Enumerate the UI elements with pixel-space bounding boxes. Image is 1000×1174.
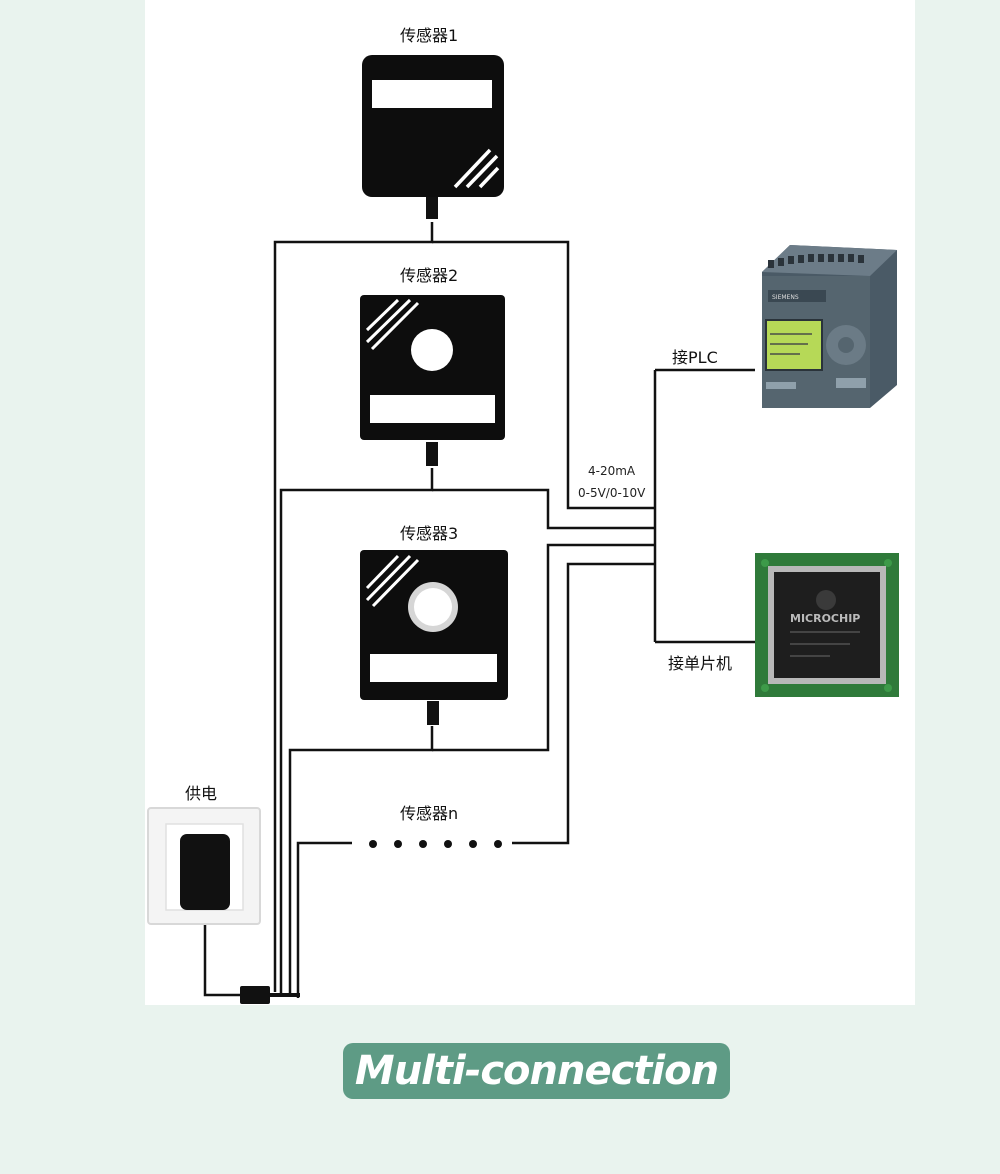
sensor-n-label: 传感器n (400, 804, 459, 823)
power-socket (147, 807, 261, 925)
wire-sensor2-signal (432, 488, 655, 530)
badge-text: Multi-connection (354, 1048, 719, 1094)
wire-sensorn-signal (512, 562, 655, 845)
signal-label-current: 4-20mA (588, 464, 636, 478)
sensor-2-label: 传感器2 (400, 266, 459, 285)
sensor-2-device (360, 295, 505, 466)
wire-sensor3 (288, 726, 434, 996)
sensor-1-device (362, 55, 504, 219)
sensor-3-label: 传感器3 (400, 524, 459, 543)
sensor-1-label: 传感器1 (400, 26, 459, 45)
mcu-output-label: 接单片机 (668, 654, 733, 673)
wire-sensorn (296, 841, 352, 998)
wire-power (203, 905, 240, 997)
diagram-panel (145, 0, 915, 1005)
wire-sensor3-signal (432, 543, 655, 752)
mcu-brand: MICROCHIP (790, 612, 860, 625)
power-label: 供电 (185, 784, 218, 803)
wire-sensor1 (273, 222, 434, 992)
multi-connection-badge: Multi-connection (343, 1043, 730, 1099)
plc-output-label: 接PLC (672, 348, 718, 367)
plc-device: SIEMENS (762, 245, 897, 408)
plc-brand: SIEMENS (772, 294, 799, 301)
wire-sensor2 (279, 468, 434, 994)
sensor-3-device (360, 550, 508, 725)
power-plug-connector (240, 986, 270, 1004)
wire-sensor1-signal (432, 240, 655, 510)
sensor-n-dots (369, 840, 502, 848)
signal-label-voltage: 0-5V/0-10V (578, 486, 646, 500)
mcu-board: MICROCHIP (755, 553, 899, 697)
